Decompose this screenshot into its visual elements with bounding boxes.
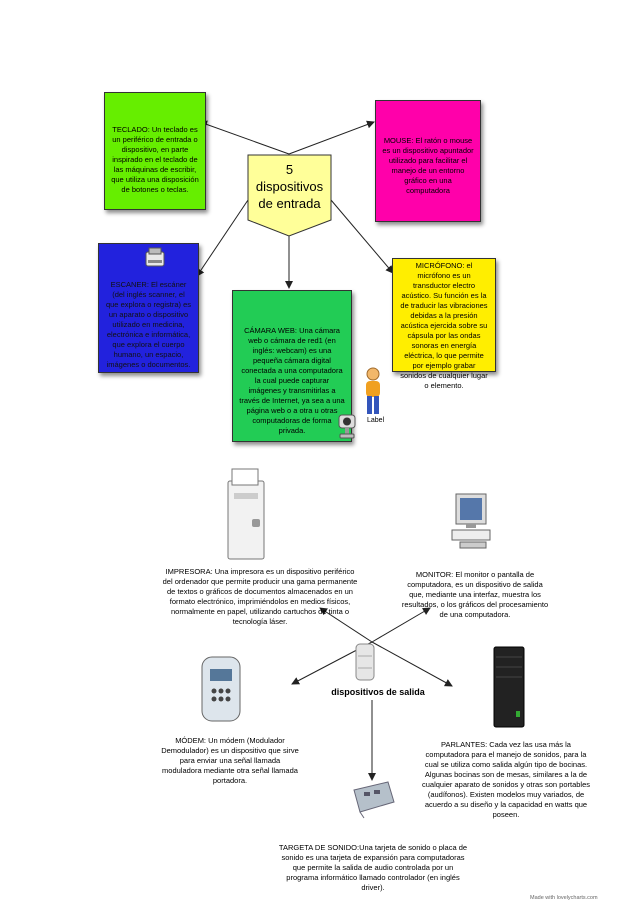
webcam-icon — [338, 414, 356, 439]
monitor-icon — [451, 493, 491, 549]
link-keyboard — [199, 120, 290, 155]
printer-icon — [227, 468, 265, 560]
person-icon — [366, 367, 380, 414]
monitor-text: MONITOR: El monitor o pantalla de comput… — [401, 570, 549, 619]
printer-text: IMPRESORA: Una impresora es un dispositi… — [162, 567, 358, 626]
mouse-box: MOUSE: El ratón o mouse es un dispositiv… — [375, 100, 481, 222]
speaker-icon — [493, 646, 525, 728]
link-printer — [319, 607, 373, 643]
link-mouse — [288, 120, 375, 155]
person-label: Label — [367, 417, 385, 424]
input-title: 5 dispositivos de entrada — [255, 161, 324, 211]
keyboard-box: TECLADO: Un teclado es un periférico de … — [104, 92, 206, 210]
webcam-box: CÁMARA WEB: Una cámara web o cámara de r… — [232, 290, 352, 442]
link-microphone — [330, 199, 394, 274]
output-title: dispositivos de salida — [331, 687, 425, 697]
modem-text: MÓDEM: Un módem (Modulador Demodulador) … — [161, 736, 299, 785]
sound-card-icon — [353, 781, 395, 819]
soundcard-text: TARGETA DE SONIDO:Una tarjeta de sonido … — [278, 843, 468, 892]
microphone-box: MICRÓFONO: el micrófono es un transducto… — [392, 258, 496, 390]
scanner-icon — [145, 247, 165, 267]
keyboard-text: TECLADO: Un teclado es un periférico de … — [111, 125, 199, 194]
speakers-text: PARLANTES: Cada vez las usa más la compu… — [421, 740, 591, 819]
input-title-shape — [247, 154, 332, 237]
modem-icon — [201, 656, 241, 722]
scanner-text: ESCANER: El escáner (del inglés scanner,… — [105, 280, 192, 369]
webcam-text: CÁMARA WEB: Una cámara web o cámara de r… — [239, 326, 345, 435]
watermark: Made with lovelycharts.com — [530, 895, 598, 901]
server-icon — [355, 643, 375, 681]
mouse-text: MOUSE: El ratón o mouse es un dispositiv… — [382, 136, 474, 195]
microphone-text: MICRÓFONO: el micrófono es un transducto… — [400, 261, 488, 390]
link-monitor — [371, 607, 431, 643]
link-scanner — [196, 199, 249, 277]
link-speakers — [371, 641, 453, 687]
